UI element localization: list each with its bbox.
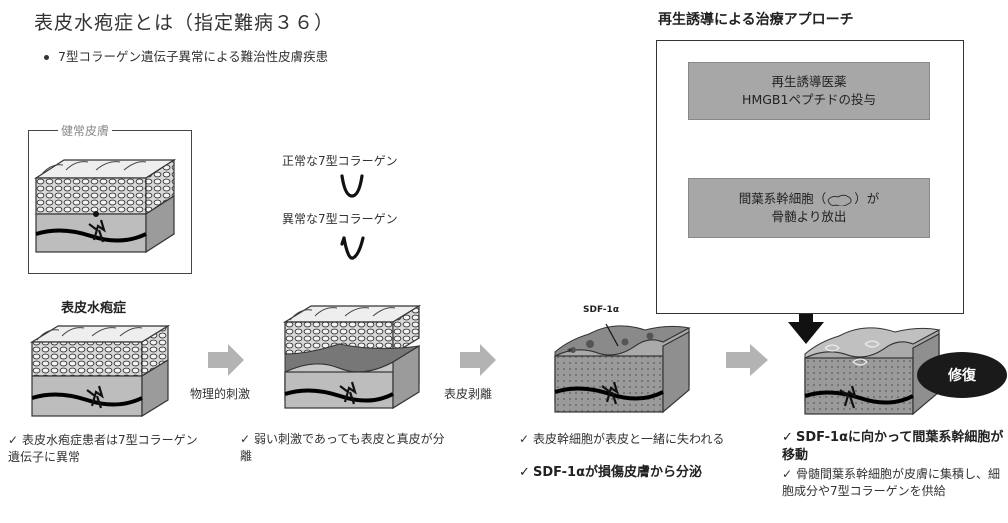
normal-collagen-label: 正常な7型コラーゲン (282, 154, 398, 168)
repair-badge: 修復 (917, 352, 1007, 398)
repair-skin-block (804, 327, 941, 416)
normal-collagen-shape (340, 174, 364, 198)
check-icon: ✓ (519, 432, 530, 446)
check-icon: ✓ (782, 467, 793, 481)
approach-title: 再生誘導による治療アプローチ (658, 12, 854, 28)
note-2: ✓弱い刺激であっても表皮と真皮が分離 (240, 432, 445, 463)
healthy-skin-block (33, 158, 177, 254)
check-icon: ✓ (519, 465, 530, 480)
hmgb1-box-line2: HMGB1ペプチドの投与 (742, 92, 876, 107)
msc-box-line1: 間葉系幹細胞（）が (738, 191, 880, 207)
note-5: ✓SDF-1αに向かって間葉系幹細胞が移動 (782, 430, 1004, 463)
msc-box: 間葉系幹細胞（）が 骨髄より放出 (688, 178, 930, 238)
hmgb1-box-line1: 再生誘導医薬 (771, 74, 847, 89)
disease-skin-block (29, 324, 171, 418)
note-6: ✓骨髄間葉系幹細胞が皮膚に集積し、細胞成分や7型コラーゲンを供給 (782, 467, 1001, 498)
note-4: ✓SDF-1αが損傷皮膚から分泌 (519, 465, 703, 480)
sdf-label: SDF-1α (583, 305, 620, 315)
gray-arrow-2 (460, 344, 496, 376)
page-title: 表皮水疱症とは（指定難病３６） (34, 12, 335, 34)
check-icon: ✓ (782, 430, 793, 445)
msc-cell-icon (827, 194, 852, 207)
sdf-pointer-line (605, 323, 619, 347)
stimulus-label: 物理的刺激 (190, 387, 251, 401)
note-3: ✓表皮幹細胞が表皮と一緒に失われる (519, 432, 725, 446)
hmgb1-box: 再生誘導医薬 HMGB1ペプチドの投与 (688, 62, 930, 120)
note-1: ✓表皮水疱症患者は7型コラーゲン遺伝子に異常 (8, 433, 198, 464)
check-icon: ✓ (8, 433, 19, 447)
gray-arrow-3 (726, 344, 768, 376)
disease-label: 表皮水疱症 (61, 301, 127, 316)
star-mark: * (567, 347, 572, 358)
detachment-label: 表皮剥離 (444, 387, 493, 401)
subtitle-text: 7型コラーゲン遺伝子異常による難治性皮膚疾患 (58, 49, 329, 64)
check-icon: ✓ (240, 432, 251, 446)
abnormal-collagen-label: 異常な7型コラーゲン (282, 212, 398, 226)
bullet-dot (44, 55, 49, 60)
black-arrow-head (788, 322, 824, 344)
gray-arrow-1 (208, 344, 244, 376)
abnormal-collagen-shape (342, 236, 365, 260)
healthy-skin-label: 健常皮膚 (58, 122, 113, 139)
msc-box-line2: 骨髄より放出 (771, 209, 847, 224)
subtitle: 7型コラーゲン遺伝子異常による難治性皮膚疾患 (44, 46, 328, 65)
separated-skin-block (282, 304, 422, 410)
wound-skin-block (554, 325, 691, 414)
healthy-skin-frame (28, 130, 192, 274)
